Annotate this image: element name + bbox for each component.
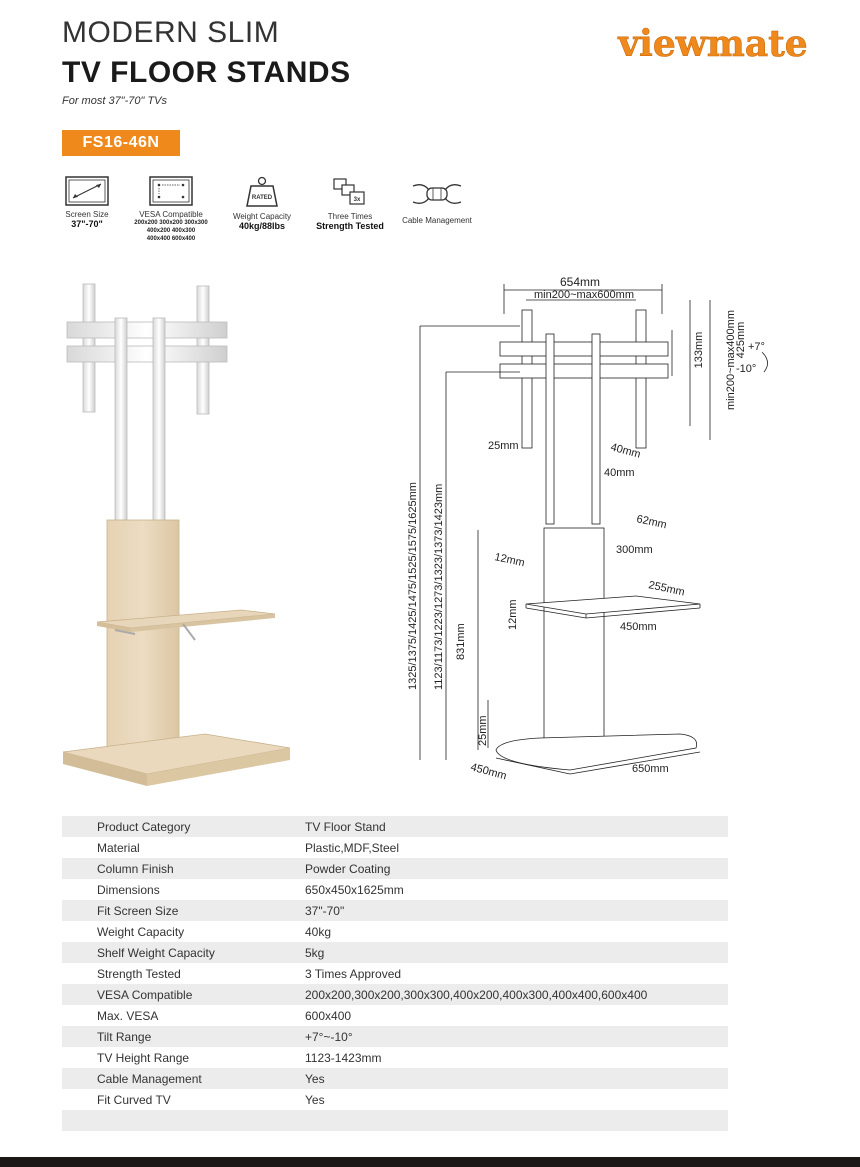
spec-row: Weight Capacity 40kg [62, 921, 728, 942]
spec-row: Dimensions 650x450x1625mm [62, 879, 728, 900]
dim-bracket-25: 25mm [488, 440, 519, 452]
spec-value: Yes [305, 1071, 325, 1086]
spec-value: 5kg [305, 945, 325, 960]
strength-icon-text: 3x [354, 197, 361, 203]
feature-label: Three Times [327, 212, 373, 221]
spec-key: VESA Compatible [97, 987, 193, 1002]
dim-width-total: 654mm [560, 275, 600, 289]
spec-row: VESA Compatible 200x200,300x200,300x300,4… [62, 984, 728, 1005]
spec-value: 37"-70" [305, 903, 345, 918]
spec-table-footer [62, 1110, 728, 1131]
spec-row: Strength Tested 3 Times Approved [62, 963, 728, 984]
dim-col-62: 62mm [635, 513, 667, 531]
screen-size-icon [65, 176, 109, 206]
spec-row: Fit Screen Size 37"-70" [62, 900, 728, 921]
feature-label: Weight Capacity [232, 212, 292, 221]
spec-row: Product Category TV Floor Stand [62, 816, 728, 837]
spec-value: TV Floor Stand [305, 819, 386, 834]
dim-133: 133mm [693, 332, 705, 369]
dim-base-12a: 12mm [493, 551, 525, 569]
feature-label: Screen Size [65, 210, 109, 219]
dim-425: 425mm [735, 322, 747, 359]
spec-value: 3 Times Approved [305, 966, 402, 981]
title-line2: TV FLOOR STANDS [62, 56, 351, 89]
weight-icon: RATED [246, 176, 278, 207]
spec-key: Strength Tested [97, 966, 181, 981]
spec-row: Max. VESA 600x400 [62, 1005, 728, 1026]
dim-range-height: min200~max400mm [725, 310, 737, 410]
spec-value: +7°~-10° [305, 1029, 353, 1044]
spec-key: Cable Management [97, 1071, 202, 1086]
spec-row: TV Height Range 1123-1423mm [62, 1047, 728, 1068]
dim-col-40b: 40mm [604, 467, 635, 479]
spec-value: 200x200,300x200,300x300,400x200,400x300,… [305, 987, 648, 1002]
spec-key: Shelf Weight Capacity [97, 945, 215, 960]
footer-bar [0, 1157, 860, 1167]
feature-value: 37"-70" [71, 219, 103, 229]
spec-row: Column Finish Powder Coating [62, 858, 728, 879]
spec-key: Product Category [97, 819, 191, 834]
feature-weight: RATED Weight Capacity 40kg/88lbs [228, 176, 296, 231]
spec-value: Powder Coating [305, 861, 391, 876]
spec-value: Plastic,MDF,Steel [305, 840, 400, 855]
dim-height-tv: 1123/1173/1223/1273/1323/1373/1423mm [433, 484, 445, 690]
vesa-line-3: 400x400 600x400 [146, 236, 196, 242]
brand-logo: viewmate [617, 23, 808, 66]
weight-icon-text: RATED [252, 195, 273, 201]
spec-value: 650x450x1625mm [305, 882, 404, 897]
spec-key: Material [97, 840, 140, 855]
dim-base-650: 650mm [632, 763, 669, 775]
vesa-line-1: 200x200 300x200 300x300 [134, 220, 208, 226]
dim-width-range: min200~max600mm [534, 289, 634, 301]
subtitle: For most 37"-70" TVs [62, 95, 168, 107]
dim-shelf-255: 255mm [647, 579, 685, 598]
spec-value: Yes [305, 1092, 325, 1107]
feature-label: Cable Management [402, 216, 472, 225]
feature-screen-size: Screen Size 37"-70" [60, 176, 114, 229]
spec-key: Column Finish [97, 861, 174, 876]
spec-value: 600x400 [305, 1008, 352, 1023]
model-badge: FS16-46N [62, 130, 180, 156]
spec-row: Cable Management Yes [62, 1068, 728, 1089]
feature-label: VESA Compatible [139, 210, 203, 219]
spec-row: Shelf Weight Capacity 5kg [62, 942, 728, 963]
tilt-up: +7° [748, 341, 765, 353]
dim-height-831: 831mm [455, 623, 467, 660]
cable-icon [412, 184, 462, 204]
spec-row: Tilt Range +7°~-10° [62, 1026, 728, 1047]
spec-value: 40kg [305, 924, 332, 939]
dim-col-300: 300mm [616, 544, 653, 556]
vesa-icon [149, 176, 193, 206]
feature-value: Strength Tested [316, 221, 384, 231]
spec-key: Max. VESA [97, 1008, 159, 1023]
dim-shelf-450: 450mm [620, 621, 657, 633]
spec-key: Fit Screen Size [97, 903, 179, 918]
spec-key: Dimensions [97, 882, 160, 897]
spec-key: TV Height Range [97, 1050, 190, 1065]
product-image [62, 283, 291, 786]
spec-key: Fit Curved TV [97, 1092, 171, 1107]
feature-cable: Cable Management [396, 180, 478, 225]
vesa-line-2: 400x200 400x300 [146, 228, 196, 234]
dim-height-total: 1325/1375/1425/1475/1525/1575/1625mm [407, 482, 419, 690]
dim-base-25: 25mm [477, 715, 489, 746]
spec-row: Fit Curved TV Yes [62, 1089, 728, 1110]
tilt-down: -10° [736, 363, 756, 375]
dim-base-450: 450mm [469, 761, 508, 782]
feature-value: 40kg/88lbs [238, 221, 286, 231]
dimension-diagram: 654mm min200~max600mm 133mm min200~max40… [407, 275, 768, 782]
strength-icon: 3x [333, 178, 365, 205]
spec-key: Weight Capacity [97, 924, 185, 939]
spec-row: Material Plastic,MDF,Steel [62, 837, 728, 858]
feature-strength: 3x Three Times Strength Tested [310, 176, 390, 231]
title-line1: MODERN SLIM [62, 16, 280, 49]
brand-text: viewmate [617, 23, 807, 65]
spec-value: 1123-1423mm [305, 1050, 382, 1065]
feature-vesa: VESA Compatible 200x200 300x200 300x300 … [124, 176, 218, 243]
spec-key: Tilt Range [97, 1029, 152, 1044]
dim-shelf-12: 12mm [507, 599, 519, 630]
